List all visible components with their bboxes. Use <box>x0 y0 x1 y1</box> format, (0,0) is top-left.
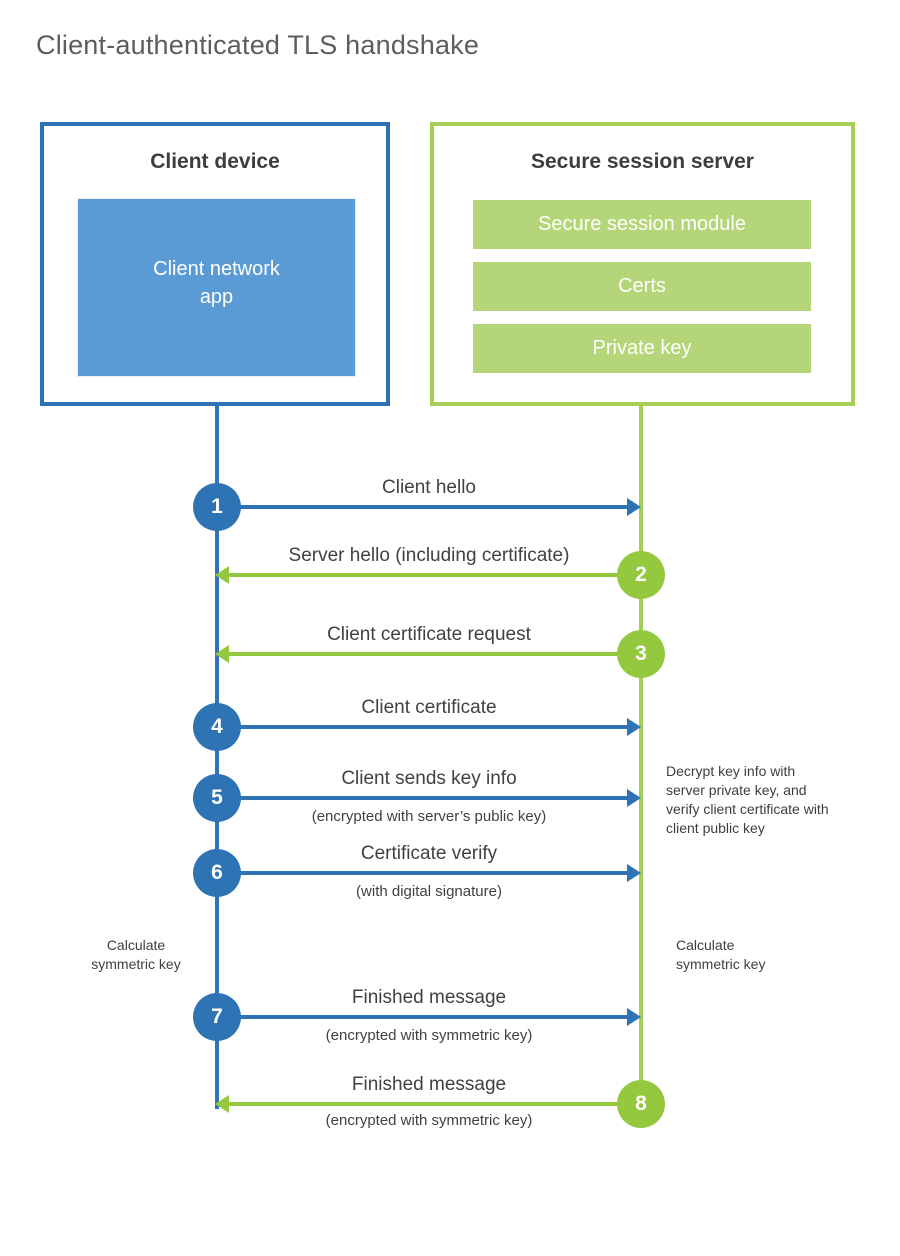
server-module-secure-session: Secure session module <box>473 200 811 249</box>
arrow-right-icon <box>627 498 641 516</box>
arrow-left-icon <box>215 566 229 584</box>
step-6-sublabel: (with digital signature) <box>356 883 502 900</box>
arrow-left-icon <box>215 1095 229 1113</box>
step-8-label: Finished message <box>351 1074 507 1095</box>
step-8-sublabel: (encrypted with symmetric key) <box>325 1112 533 1129</box>
arrow-shaft <box>228 1102 639 1106</box>
step-5-sublabel: (encrypted with server’s public key) <box>311 808 547 825</box>
step-6-arrow <box>215 864 641 882</box>
page-title: Client-authenticated TLS handshake <box>36 30 480 60</box>
step-4-arrow <box>215 718 641 736</box>
arrow-right-icon <box>627 789 641 807</box>
client-device-title: Client device <box>150 150 280 173</box>
client-device-box: Client device Client network app <box>40 122 390 406</box>
server-module-certs: Certs <box>473 262 811 311</box>
step-7-arrow <box>215 1008 641 1026</box>
step-number: 3 <box>635 642 647 665</box>
arrow-right-icon <box>627 864 641 882</box>
step-number: 5 <box>211 786 223 809</box>
arrow-shaft <box>217 505 628 509</box>
step-number: 1 <box>211 495 223 518</box>
step-number: 6 <box>211 861 223 884</box>
client-calculate-key-note: Calculate symmetric key <box>91 937 181 972</box>
step-number: 2 <box>635 563 647 586</box>
step-1-circle: 1 <box>193 483 241 531</box>
step-6-label: Certificate verify <box>360 843 498 864</box>
step-8-arrow <box>215 1095 641 1113</box>
arrow-shaft <box>217 725 628 729</box>
step-1-label: Client hello <box>382 477 476 498</box>
step-6-circle: 6 <box>193 849 241 897</box>
step-5-label: Client sends key info <box>341 768 517 789</box>
step-7-circle: 7 <box>193 993 241 1041</box>
arrow-shaft <box>217 1015 628 1019</box>
arrow-shaft <box>228 573 639 577</box>
step-2-label: Server hello (including certificate) <box>288 545 570 566</box>
secure-session-server-box: Secure session server Secure session mod… <box>430 122 855 406</box>
step-3-arrow <box>215 645 641 663</box>
arrow-shaft <box>217 796 628 800</box>
step-3-circle: 3 <box>617 630 665 678</box>
server-calculate-key-note: Calculate symmetric key <box>676 937 766 972</box>
client-lifeline <box>215 404 219 1109</box>
server-decrypt-note: Decrypt key info with server private key… <box>666 763 829 836</box>
server-module-private-key: Private key <box>473 324 811 373</box>
step-2-circle: 2 <box>617 551 665 599</box>
step-number: 7 <box>211 1005 223 1028</box>
step-3-label: Client certificate request <box>327 624 531 645</box>
step-number: 8 <box>635 1092 647 1115</box>
step-5-circle: 5 <box>193 774 241 822</box>
step-1-arrow <box>215 498 641 516</box>
secure-session-server-title: Secure session server <box>531 150 754 173</box>
step-5-arrow <box>215 789 641 807</box>
client-network-app-box: Client network app <box>77 198 356 377</box>
step-4-label: Client certificate <box>361 697 497 718</box>
step-8-circle: 8 <box>617 1080 665 1128</box>
step-7-sublabel: (encrypted with symmetric key) <box>325 1027 533 1044</box>
arrow-right-icon <box>627 718 641 736</box>
arrow-shaft <box>217 871 628 875</box>
server-lifeline <box>639 404 643 1104</box>
step-7-label: Finished message <box>351 987 507 1008</box>
arrow-shaft <box>228 652 639 656</box>
arrow-right-icon <box>627 1008 641 1026</box>
step-4-circle: 4 <box>193 703 241 751</box>
step-number: 4 <box>211 715 223 738</box>
step-2-arrow <box>215 566 641 584</box>
arrow-left-icon <box>215 645 229 663</box>
